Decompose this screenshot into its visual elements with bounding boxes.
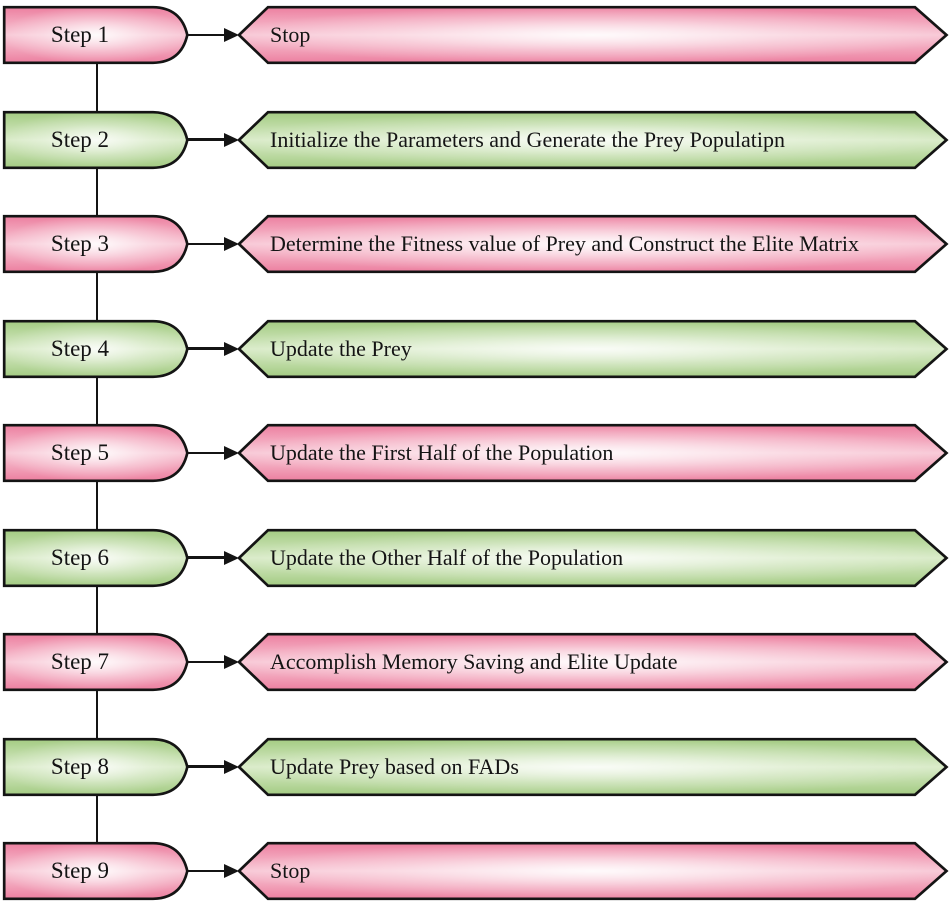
step-shape: [2, 5, 189, 65]
step-shape: [2, 737, 189, 796]
banner-shape: [237, 632, 949, 692]
banner-label: Update the Other Half of the Population: [270, 544, 624, 570]
flow-row: Step 8 Update Prey based on FADs: [0, 737, 950, 797]
banner-label: Update Prey based on FADs: [270, 753, 519, 779]
step-shape: [2, 528, 189, 587]
banner-shape: [237, 110, 949, 169]
step-node: Step 5: [2, 423, 192, 483]
arrow-line: [186, 660, 228, 664]
arrow-right-icon: [224, 237, 239, 251]
banner-shape: [237, 423, 949, 483]
flow-row: Step 6 Update the Other Half of the Popu…: [0, 528, 950, 588]
arrow-right-icon: [224, 341, 239, 356]
step-banner: Accomplish Memory Saving and Elite Updat…: [237, 632, 949, 692]
banner-label: Stop: [270, 22, 311, 47]
step-node: Step 2: [2, 110, 192, 170]
banner-shape: [237, 5, 949, 65]
arrow-line: [186, 347, 228, 350]
step-label: Step 3: [50, 231, 110, 256]
step-label: Step 7: [50, 649, 110, 674]
step-shape: [2, 214, 189, 274]
step-node: Step 4: [2, 319, 192, 379]
arrow-line: [186, 869, 228, 873]
flow-row: Step 5 Update the First Half of the Popu…: [0, 423, 950, 483]
step-label: Step 2: [50, 126, 110, 152]
step-banner: Stop: [237, 5, 949, 65]
flow-row: Step 1 Stop: [0, 5, 950, 65]
arrow-right-icon: [224, 132, 239, 147]
banner-shape: [237, 319, 949, 378]
step-shape: [2, 110, 189, 169]
arrow-right-icon: [224, 550, 239, 565]
banner-shape: [237, 737, 949, 796]
step-shape: [2, 632, 189, 692]
step-banner: Update Prey based on FADs: [237, 737, 949, 797]
step-node: Step 6: [2, 528, 192, 588]
banner-shape: [237, 214, 949, 274]
step-label: Step 6: [50, 544, 110, 570]
flow-row: Step 2 Initialize the Parameters and Gen…: [0, 110, 950, 170]
flow-row: Step 4 Update the Prey: [0, 319, 950, 379]
step-shape: [2, 319, 189, 378]
step-banner: Determine the Fitness value of Prey and …: [237, 214, 949, 274]
banner-label: Update the Prey: [270, 335, 412, 361]
step-banner: Update the Prey: [237, 319, 949, 379]
step-banner: Update the Other Half of the Population: [237, 528, 949, 588]
arrow-right-icon: [224, 759, 239, 774]
arrow-line: [186, 765, 228, 768]
arrow-right-icon: [224, 446, 239, 460]
step-label: Step 9: [50, 858, 110, 883]
step-node: Step 1: [2, 5, 192, 65]
banner-label: Accomplish Memory Saving and Elite Updat…: [270, 649, 678, 674]
flow-row: Step 7 Accomplish Memory Saving and Elit…: [0, 632, 950, 692]
arrow-line: [186, 33, 228, 37]
step-node: Step 9: [2, 841, 192, 901]
flow-row: Step 3 Determine the Fitness value of Pr…: [0, 214, 950, 274]
banner-label: Determine the Fitness value of Prey and …: [270, 231, 859, 256]
arrow-right-icon: [224, 655, 239, 669]
step-shape: [2, 841, 189, 901]
step-shape: [2, 423, 189, 483]
step-node: Step 7: [2, 632, 192, 692]
banner-shape: [237, 528, 949, 587]
step-banner: Stop: [237, 841, 949, 901]
step-label: Step 5: [50, 440, 110, 465]
arrow-line: [186, 138, 228, 141]
flow-row: Step 9 Stop: [0, 841, 950, 901]
banner-label: Update the First Half of the Population: [270, 440, 614, 465]
banner-shape: [237, 841, 949, 901]
arrow-right-icon: [224, 28, 239, 42]
arrow-line: [186, 242, 228, 246]
arrow-line: [186, 451, 228, 455]
banner-label: Stop: [270, 858, 311, 883]
arrow-line: [186, 556, 228, 559]
step-label: Step 8: [50, 753, 110, 779]
step-label: Step 4: [50, 335, 110, 361]
step-node: Step 3: [2, 214, 192, 274]
step-label: Step 1: [50, 22, 110, 47]
step-banner: Update the First Half of the Population: [237, 423, 949, 483]
step-node: Step 8: [2, 737, 192, 797]
step-banner: Initialize the Parameters and Generate t…: [237, 110, 949, 170]
arrow-right-icon: [224, 864, 239, 878]
banner-label: Initialize the Parameters and Generate t…: [270, 126, 785, 152]
